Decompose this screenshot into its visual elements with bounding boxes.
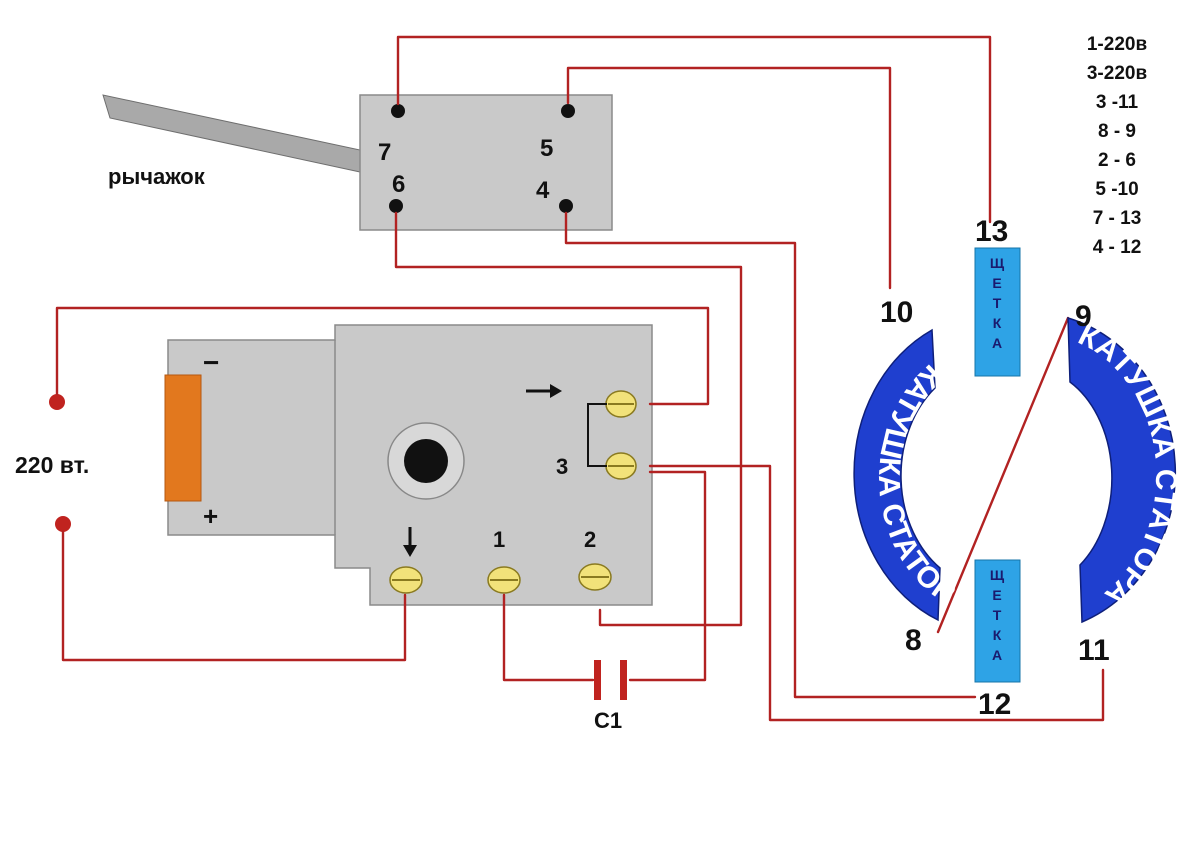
wire-6-2 bbox=[394, 211, 743, 627]
motor-terminal-13: 13 bbox=[975, 215, 1008, 248]
legend-item: 7 - 13 bbox=[1093, 208, 1142, 229]
svg-text:Е: Е bbox=[992, 275, 1001, 291]
pin-6-label: 6 bbox=[392, 171, 405, 198]
svg-text:Е: Е bbox=[992, 587, 1001, 603]
power-terminal-bottom bbox=[55, 516, 71, 532]
capacitor-c1 bbox=[594, 660, 627, 700]
terminal-top-right bbox=[605, 390, 637, 418]
pin-6-contact bbox=[389, 199, 403, 213]
motor-terminal-10: 10 bbox=[880, 296, 913, 329]
battery-plus-sign: + bbox=[203, 501, 218, 531]
pin-5-label: 5 bbox=[540, 135, 553, 162]
power-terminal-top bbox=[49, 394, 65, 410]
legend-item: 5 -10 bbox=[1095, 179, 1138, 200]
brush-top: Щ Е Т К А bbox=[974, 247, 1021, 377]
pin-5-contact bbox=[561, 104, 575, 118]
legend-item: 8 - 9 bbox=[1098, 121, 1136, 142]
terminal-1-label: 1 bbox=[493, 527, 505, 552]
battery-contact bbox=[164, 374, 202, 502]
legend-item: 4 - 12 bbox=[1093, 237, 1142, 258]
reverse-switch: 7 5 6 4 bbox=[102, 94, 613, 231]
svg-text:Щ: Щ bbox=[990, 567, 1005, 583]
pin-4-label: 4 bbox=[536, 177, 550, 204]
terminal-2 bbox=[578, 563, 612, 591]
wire-220-top bbox=[55, 306, 710, 406]
svg-text:А: А bbox=[992, 335, 1002, 351]
motor-terminal-8: 8 bbox=[905, 624, 922, 657]
terminal-1 bbox=[487, 566, 521, 594]
svg-text:К: К bbox=[993, 315, 1002, 331]
battery-minus-sign: − bbox=[203, 347, 219, 378]
power-label: 220 вт. bbox=[15, 452, 89, 478]
lever-arm bbox=[102, 94, 361, 173]
terminal-0 bbox=[389, 566, 423, 594]
capacitor-label: С1 bbox=[594, 708, 622, 733]
stator-coil-right: КАТУШКА СТАТОРА bbox=[1067, 316, 1182, 624]
terminal-2-label: 2 bbox=[584, 527, 596, 552]
legend-item: 3 -11 bbox=[1096, 92, 1139, 113]
wire-cap-right bbox=[628, 470, 707, 682]
connection-legend: 1-220в 3-220в 3 -11 8 - 9 2 - 6 5 -10 7 … bbox=[1087, 34, 1147, 258]
motor-terminal-9: 9 bbox=[1075, 300, 1092, 333]
wire-5-10 bbox=[566, 66, 892, 290]
motor-terminal-12: 12 bbox=[978, 688, 1011, 721]
terminal-3-label: 3 bbox=[556, 454, 568, 479]
terminal-3 bbox=[605, 452, 637, 480]
trigger-shaft bbox=[404, 439, 448, 483]
svg-text:Т: Т bbox=[993, 607, 1002, 623]
wire-220-bottom bbox=[61, 530, 407, 662]
motor-terminal-11: 11 bbox=[1078, 634, 1110, 667]
svg-text:Щ: Щ bbox=[990, 255, 1005, 271]
wire-7-13 bbox=[396, 35, 992, 224]
wire-cap-left bbox=[502, 593, 595, 682]
svg-text:К: К bbox=[993, 627, 1002, 643]
wire-8-9 bbox=[936, 316, 1070, 634]
wire-4-12 bbox=[564, 211, 977, 699]
svg-text:А: А bbox=[992, 647, 1002, 663]
lever-label: рычажок bbox=[108, 164, 206, 189]
pin-7-label: 7 bbox=[378, 139, 391, 166]
legend-item: 3-220в bbox=[1087, 63, 1147, 84]
pin-7-contact bbox=[391, 104, 405, 118]
brush-bottom: Щ Е Т К А bbox=[974, 559, 1021, 683]
wire-3-11 bbox=[648, 464, 1105, 722]
wires bbox=[55, 35, 1105, 722]
main-switch: − + 1 2 3 bbox=[164, 324, 653, 606]
pin-4-contact bbox=[559, 199, 573, 213]
svg-text:Т: Т bbox=[993, 295, 1002, 311]
legend-item: 2 - 6 bbox=[1098, 150, 1136, 171]
legend-item: 1-220в bbox=[1087, 34, 1147, 55]
